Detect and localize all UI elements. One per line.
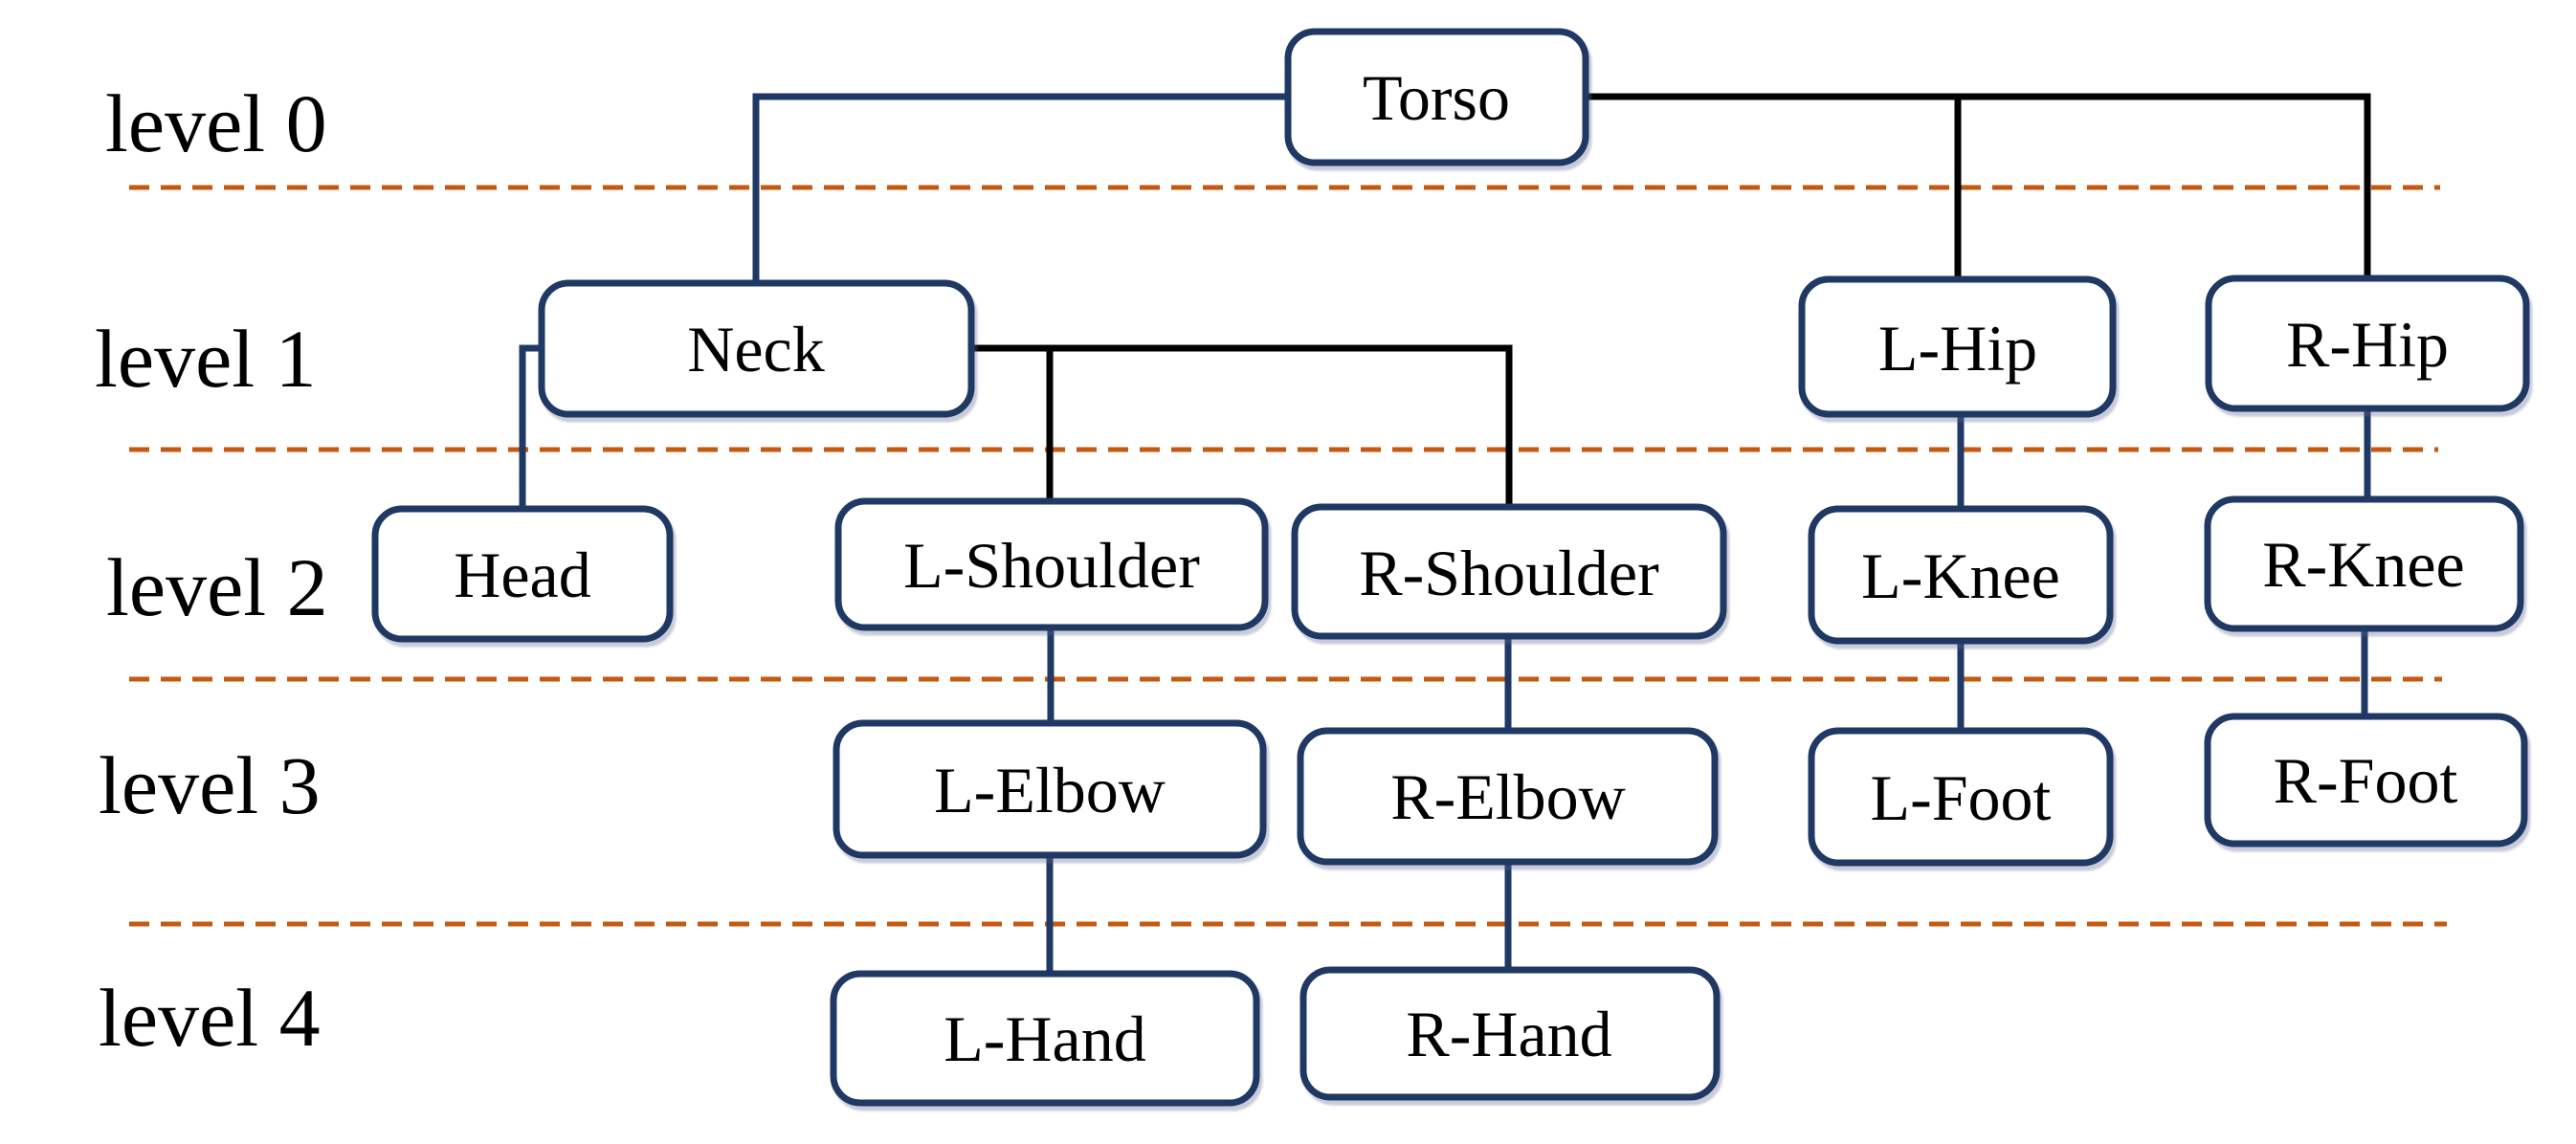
node-r-knee: R-Knee <box>2204 495 2524 632</box>
node-r-elbow-label: R-Elbow <box>1390 760 1626 833</box>
connector-torso-neck <box>752 93 1288 285</box>
node-r-shoulder: R-Shoulder <box>1291 503 1727 640</box>
node-l-hip: L-Hip <box>1798 275 2117 418</box>
node-l-foot-box <box>1808 727 2114 867</box>
node-r-hip: R-Hip <box>2205 275 2530 412</box>
node-l-elbow-box <box>833 719 1267 859</box>
node-l-hand: L-Hand <box>830 970 1260 1107</box>
node-torso-label: Torso <box>1363 61 1510 134</box>
level-label-4: level 4 <box>99 972 321 1064</box>
level-label-3: level 3 <box>99 739 321 831</box>
node-r-foot-box <box>2204 713 2528 847</box>
node-r-hand-label: R-Hand <box>1406 998 1611 1070</box>
node-l-knee-label: L-Knee <box>1861 539 2060 612</box>
connector-neck-shoulders <box>971 344 1513 509</box>
node-head: Head <box>371 505 674 643</box>
node-r-shoulder-box <box>1291 503 1727 640</box>
node-l-elbow: L-Elbow <box>833 719 1267 859</box>
connector-torso-hips <box>1586 93 2371 280</box>
node-r-foot-label: R-Foot <box>2274 744 2458 817</box>
node-r-hand-box <box>1299 966 1721 1101</box>
node-r-foot: R-Foot <box>2204 713 2528 847</box>
node-l-shoulder-label: L-Shoulder <box>903 529 1200 602</box>
level-label-0: level 0 <box>105 77 327 169</box>
level-label-2: level 2 <box>106 541 328 633</box>
node-r-elbow: R-Elbow <box>1297 727 1719 866</box>
node-r-hip-box <box>2205 275 2530 412</box>
node-neck-box <box>538 279 975 418</box>
node-l-knee-box <box>1808 505 2114 645</box>
node-l-foot: L-Foot <box>1808 727 2114 867</box>
node-r-hip-label: R-Hip <box>2286 308 2449 381</box>
node-l-shoulder: L-Shoulder <box>834 497 1269 631</box>
node-r-shoulder-label: R-Shoulder <box>1359 537 1659 609</box>
node-r-knee-box <box>2204 495 2524 632</box>
node-neck-label: Neck <box>687 313 824 385</box>
node-head-box <box>371 505 674 643</box>
node-l-hip-label: L-Hip <box>1878 312 2037 385</box>
node-head-label: Head <box>454 539 590 611</box>
node-neck: Neck <box>538 279 975 418</box>
node-l-hand-label: L-Hand <box>944 1002 1145 1075</box>
node-l-hand-box <box>830 970 1260 1107</box>
node-torso-box <box>1284 28 1589 166</box>
node-torso: Torso <box>1284 28 1589 166</box>
node-r-knee-label: R-Knee <box>2262 528 2464 601</box>
level-label-1: level 1 <box>95 313 317 405</box>
connector-neck-head <box>519 344 542 511</box>
node-l-knee: L-Knee <box>1808 505 2114 645</box>
node-l-elbow-label: L-Elbow <box>934 754 1166 826</box>
node-r-hand: R-Hand <box>1299 966 1721 1101</box>
node-l-shoulder-box <box>834 497 1269 631</box>
node-l-foot-label: L-Foot <box>1871 761 2052 834</box>
node-l-hip-box <box>1798 275 2117 418</box>
node-r-elbow-box <box>1297 727 1719 866</box>
